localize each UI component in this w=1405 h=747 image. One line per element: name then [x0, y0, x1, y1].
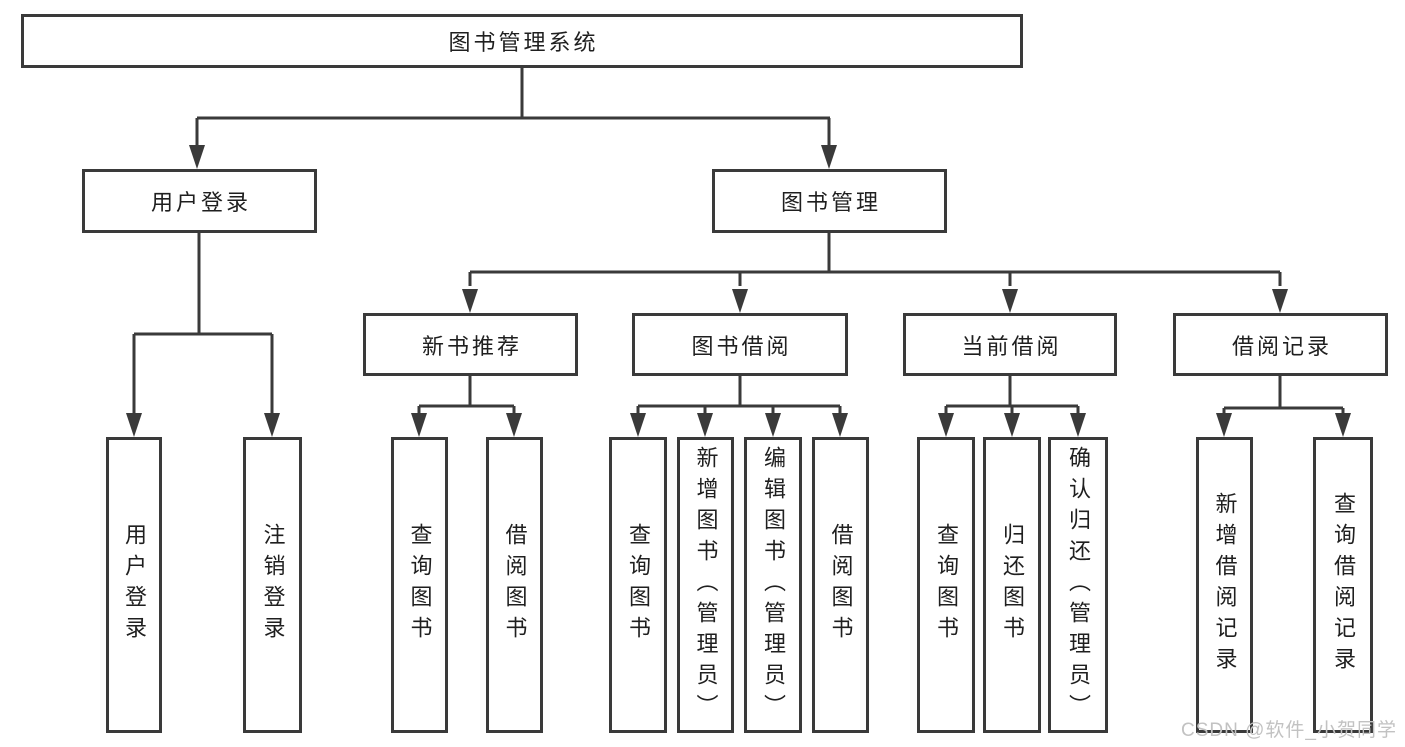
node-leaf-query-books-3: 查询图书	[917, 437, 975, 733]
node-book-management: 图书管理	[712, 169, 947, 233]
node-leaf-confirm-return-admin: 确认归还（管理员）	[1048, 437, 1108, 733]
node-leaf-query-borrow-record: 查询借阅记录	[1313, 437, 1373, 733]
node-borrowing-records: 借阅记录	[1173, 313, 1388, 376]
node-leaf-query-books-1: 查询图书	[391, 437, 448, 733]
node-leaf-user-login: 用户登录	[106, 437, 162, 733]
node-leaf-edit-books-admin: 编辑图书（管理员）	[744, 437, 802, 733]
node-current-borrowing: 当前借阅	[903, 313, 1117, 376]
node-leaf-logout: 注销登录	[243, 437, 302, 733]
node-new-book-recommendation: 新书推荐	[363, 313, 578, 376]
node-leaf-borrow-books-2: 借阅图书	[812, 437, 869, 733]
node-leaf-add-borrow-record: 新增借阅记录	[1196, 437, 1253, 733]
watermark: CSDN @软件_小贺同学	[1181, 720, 1397, 741]
node-leaf-query-books-2: 查询图书	[609, 437, 667, 733]
node-book-borrowing: 图书借阅	[632, 313, 848, 376]
node-user-login: 用户登录	[82, 169, 317, 233]
node-leaf-borrow-books-1: 借阅图书	[486, 437, 543, 733]
node-library-management-system: 图书管理系统	[21, 14, 1023, 68]
node-leaf-return-books: 归还图书	[983, 437, 1041, 733]
node-leaf-add-books-admin: 新增图书（管理员）	[677, 437, 734, 733]
